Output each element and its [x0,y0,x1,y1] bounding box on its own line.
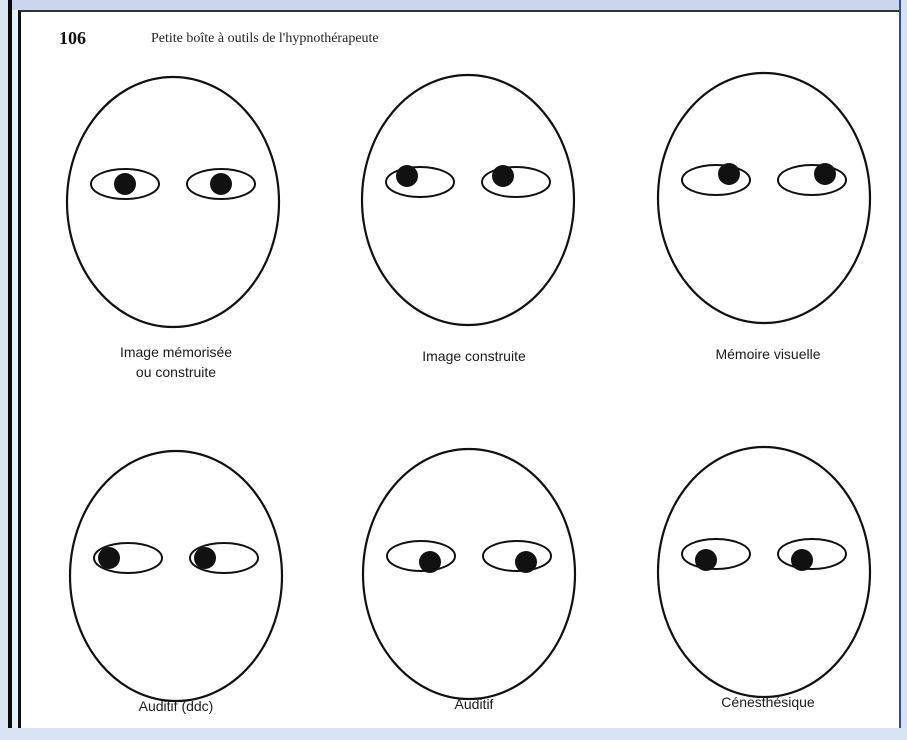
face-outline [360,73,576,327]
face-outline [656,445,872,699]
face-6 [656,445,872,699]
left-eye [385,166,455,198]
left-pupil [718,163,740,185]
window-top-edge [0,0,907,10]
face-5 [361,447,577,701]
page-number: 106 [59,28,86,48]
face-outline [361,447,577,701]
caption-cenesthesique: Cénesthésique [721,694,815,710]
face-1 [65,75,281,329]
right-eye [481,166,551,198]
left-pupil [98,547,120,569]
left-pupil [396,165,418,187]
face-outline [65,75,281,329]
right-pupil [814,163,836,185]
face-3 [656,71,872,325]
running-header: Petite boîte à outils de l'hypnothérapeu… [151,31,379,46]
right-pupil [194,547,216,569]
left-pupil [419,551,441,573]
left-pupil [695,549,717,571]
book-page: 106 Petite boîte à outils de l'hypnothér… [18,10,899,728]
right-pupil [492,165,514,187]
left-pupil [114,173,136,195]
window-left-edge [0,0,12,740]
right-pupil [515,551,537,573]
window-right-edge [899,0,907,740]
face-4 [68,449,284,703]
right-pupil [791,549,813,571]
face-outline [68,449,284,703]
right-eye [777,164,847,196]
caption-memoire-visuelle: Mémoire visuelle [715,346,821,362]
caption-image-memorisee: Image mémorisée ou construite [119,344,233,380]
eye-accessing-cues-diagram [65,71,872,703]
right-pupil [210,173,232,195]
window-bottom-edge [0,728,907,740]
face-outline [656,71,872,325]
face-2 [360,73,576,327]
caption-image-construite: Image construite [422,348,526,364]
left-eye [681,164,751,196]
caption-auditif-ddc: Auditif (ddc) [138,698,214,714]
caption-auditif: Auditif [454,696,494,712]
